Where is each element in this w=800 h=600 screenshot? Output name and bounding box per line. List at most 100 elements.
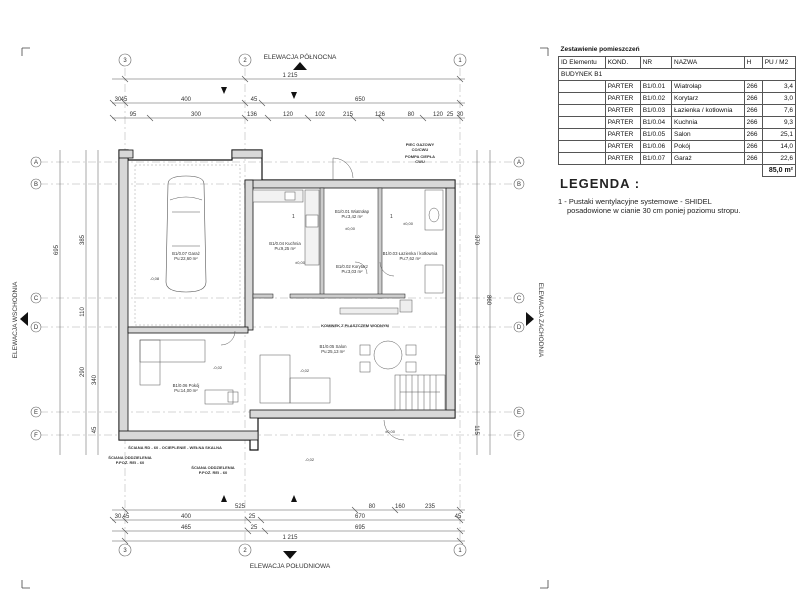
grid-num: 3 <box>123 548 127 554</box>
dim: 400 <box>181 97 192 103</box>
bathroom-fixtures <box>399 189 444 313</box>
frame-corners <box>21 47 549 589</box>
schedule-header-row: ID Elementu KOND. NR NAZWA H PU / M2 <box>558 56 797 69</box>
cell-name: Salon <box>671 128 745 141</box>
room-corridor: B1/0.02 Korytarz <box>336 264 368 269</box>
note-fireplace: KOMINEK Z PŁASZCZEM WODNYM <box>321 323 389 328</box>
dim: 375 <box>473 355 479 366</box>
grid-letter: E <box>517 410 521 416</box>
cell-floor: PARTER <box>604 152 641 165</box>
note-wall: ŚCIANA RD - 60 - OCIEPLENIE - WEŁNA SKAL… <box>128 445 222 450</box>
dim: 235 <box>425 504 436 510</box>
garage-door-zone <box>134 164 241 326</box>
legend-title: LEGENDA : <box>560 176 641 191</box>
level: -0,02 <box>300 368 310 373</box>
schedule-title: Zestawienie pomieszczeń <box>560 46 640 53</box>
room-labels: B1/0.07 Garaż Pu:22,60 m² B1/0.04 Kuchni… <box>172 209 438 393</box>
table-row: PARTER B1/0.06 Pokój 266 14,0 <box>558 140 797 153</box>
dim: 110 <box>80 307 86 317</box>
dim: 290 <box>80 366 86 377</box>
dim: 115 <box>473 425 479 435</box>
dim: 136 <box>247 112 258 118</box>
dimension-lines <box>59 78 491 542</box>
table-row: PARTER B1/0.07 Garaż 266 22,6 <box>558 152 797 165</box>
cell-pu: 9,3 <box>761 116 797 129</box>
col-header: PU / M2 <box>761 56 797 69</box>
doors <box>220 157 405 441</box>
cell-h: 266 <box>743 104 763 117</box>
dim: 400 <box>181 514 192 520</box>
note-section-2b: P.POŻ. REI - 60 <box>199 470 228 475</box>
dim: 525 <box>235 504 246 510</box>
level: ±0,00 <box>385 429 396 434</box>
car-icon <box>165 175 207 293</box>
arrow-south-icon <box>283 551 297 559</box>
grid-letter: B <box>34 182 38 188</box>
legend-item-line2: posadowione w cianie 30 cm poniej poziom… <box>567 206 741 215</box>
plan-notes: PIEC GAZOWY CO/CWU POMPA CIEPŁA CWU KOMI… <box>108 142 435 475</box>
cell-h: 266 <box>743 116 763 129</box>
grid-labels: 3 2 1 3 2 1 A B C D E F A B C D E F <box>34 58 522 554</box>
cell-floor: PARTER <box>604 128 641 141</box>
dim: 102 <box>315 112 326 118</box>
room-furniture <box>139 339 239 405</box>
elevation-south-label: ELEWACJA POŁUDNIOWA <box>250 563 331 570</box>
cell-pu: 3,4 <box>761 80 797 93</box>
dimension-ticks <box>109 75 464 545</box>
grid-letter: C <box>34 296 39 302</box>
col-header: NR <box>639 56 673 69</box>
dim: 215 <box>343 112 354 118</box>
cell-h: 266 <box>743 140 763 153</box>
dim: 45 <box>455 514 462 520</box>
col-header: ID Elementu <box>558 56 606 69</box>
cell-pu: 14,0 <box>761 140 797 153</box>
section-marks <box>221 87 297 502</box>
level-marks: -0,08 ±0,00 ±0,00 ±0,00 -0,02 -0,02 ±0,0… <box>150 221 414 462</box>
level: -0,02 <box>305 457 315 462</box>
note-heatpump-2: CWU <box>415 159 425 164</box>
dim: 30 <box>457 112 464 118</box>
cell-nr: B1/0.03 <box>639 104 673 117</box>
room-corridor-area: Pu:3,03 m² <box>341 269 363 274</box>
dim: 126 <box>375 112 386 118</box>
arrow-north-icon <box>293 62 307 70</box>
grid-letter: B <box>517 182 521 188</box>
cell-h: 266 <box>743 128 763 141</box>
room-garage-area: Pu:22,60 m² <box>174 256 198 261</box>
cell-name: Kuchnia <box>671 116 745 129</box>
elevation-west-label: ELEWACJA ZACHODNIA <box>537 283 544 358</box>
room-garage: B1/0.07 Garaż <box>172 251 200 256</box>
cell-nr: B1/0.06 <box>639 140 673 153</box>
table-row: PARTER B1/0.03 Łazienka / kotłownia 266 … <box>558 104 797 117</box>
schedule-total: 85,0 m² <box>761 164 797 177</box>
elevation-markers: ELEWACJA PÓŁNOCNA ELEWACJA POŁUDNIOWA EL… <box>12 52 544 570</box>
cell-h: 266 <box>743 92 763 105</box>
level: ±0,00 <box>295 260 306 265</box>
dim: 160 <box>395 504 406 510</box>
dim: 80 <box>408 112 415 118</box>
elevation-north-label: ELEWACJA PÓŁNOCNA <box>264 52 337 61</box>
arrow-west-icon <box>526 312 534 326</box>
dim: 25 <box>249 514 256 520</box>
cell-pu: 3,0 <box>761 92 797 105</box>
living-furniture <box>259 307 417 404</box>
dim: 120 <box>433 112 444 118</box>
vent-marker: 1 <box>390 214 393 220</box>
grid-letter: E <box>34 410 38 416</box>
cell-floor: PARTER <box>604 92 641 105</box>
legend-item-line1: 1 - Pustaki wentylacyjne systemowe - SHI… <box>558 197 712 206</box>
dim: 860 <box>485 295 491 306</box>
col-header: KOND. <box>604 56 641 69</box>
arrow-east-icon <box>20 312 28 326</box>
dim-bottom-total: 1 215 <box>282 535 298 541</box>
grid-num: 1 <box>458 548 462 554</box>
dim: 385 <box>80 234 86 245</box>
schedule-total-row: 85,0 m² <box>559 164 797 177</box>
dim: 95 <box>130 112 137 118</box>
table-row: PARTER B1/0.05 Salon 266 25,1 <box>558 128 797 141</box>
dimension-text-vertical: 695 385 110 290 340 45 860 370 375 115 <box>54 234 491 435</box>
cell-pu: 7,6 <box>761 104 797 117</box>
cell-floor: PARTER <box>604 116 641 129</box>
grid-letter: F <box>517 433 521 439</box>
room-bathroom-area: Pu:7,62 m² <box>399 256 421 261</box>
